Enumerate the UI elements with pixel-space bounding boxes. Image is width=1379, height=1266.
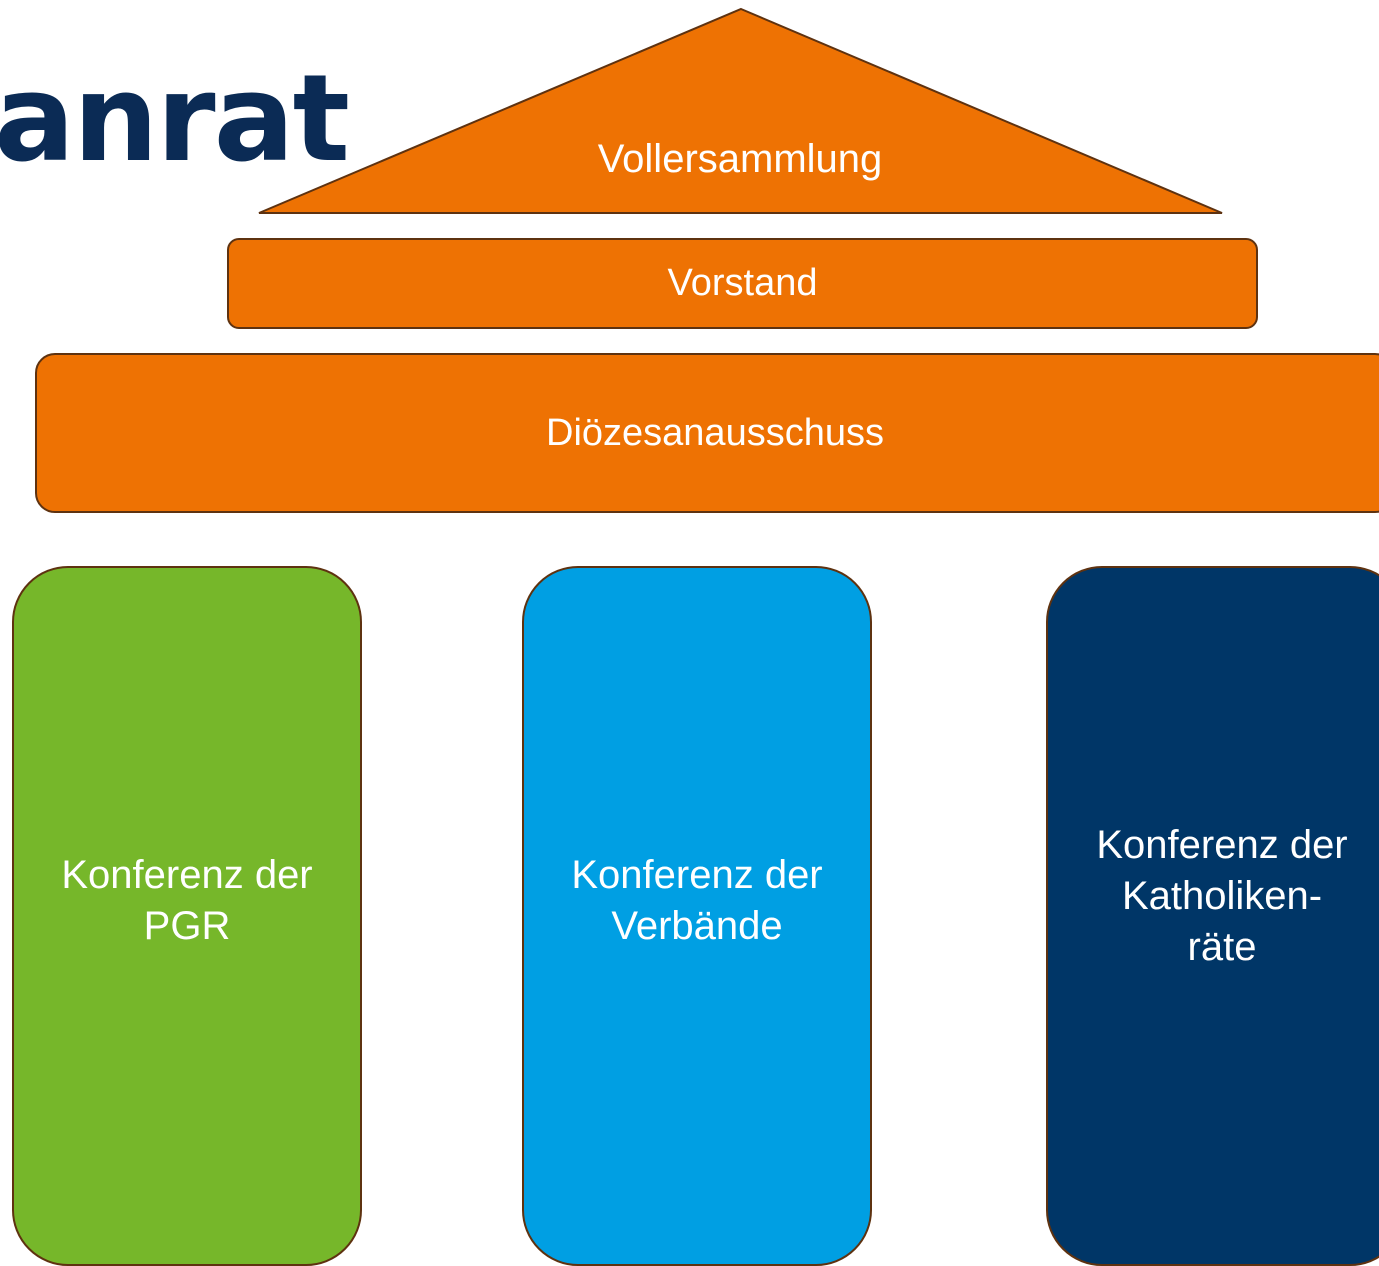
vorstand-label: Vorstand bbox=[667, 262, 818, 304]
pillar-konferenz-pgr: Konferenz der PGR bbox=[12, 566, 362, 1266]
dioezesanausschuss-bar: Diözesanausschuss bbox=[35, 353, 1379, 513]
pillar-label-verbaende: Konferenz der Verbände bbox=[571, 853, 823, 948]
pillar-konferenz-verbaende: Konferenz der Verbände bbox=[522, 566, 872, 1266]
pillar-konferenz-katholikenraete: Konferenz der Katholiken- räte bbox=[1046, 566, 1379, 1266]
dioezesanausschuss-label: Diözesanausschuss bbox=[546, 411, 884, 454]
pillar-label-katholikenraete: Konferenz der Katholiken- räte bbox=[1096, 823, 1348, 969]
roof-label-vollersammlung: Vollersammlung bbox=[597, 137, 883, 181]
pillar-label-pgr: Konferenz der PGR bbox=[61, 853, 313, 948]
roof-triangle bbox=[258, 7, 1223, 214]
page-heading-fragment: anrat bbox=[0, 50, 350, 189]
vorstand-bar: Vorstand bbox=[227, 238, 1258, 329]
